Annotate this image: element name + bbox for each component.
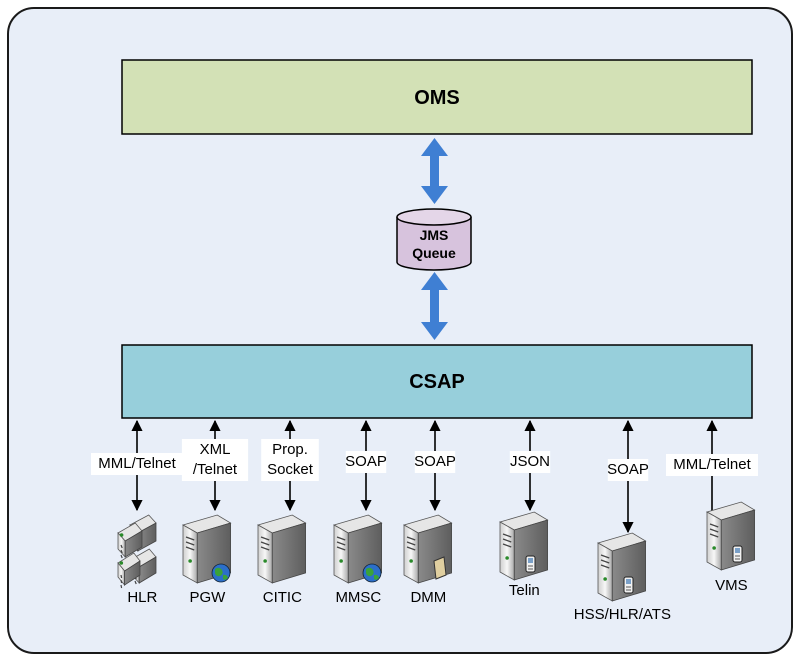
jms-queue-cylinder: [396, 208, 472, 271]
link-label-bg-pgw: [181, 439, 249, 481]
web-server-icon: [181, 514, 232, 584]
node-label-hss: HSS/HLR/ATS: [574, 606, 671, 623]
oms-label: OMS: [414, 87, 460, 109]
server-cluster-icon: [117, 514, 157, 589]
node-label-vms: VMS: [715, 577, 748, 594]
link-label-citic: Socket: [267, 461, 314, 478]
link-hss: SOAP: [607, 419, 649, 534]
link-label-hss: SOAP: [607, 461, 649, 478]
csap-label: CSAP: [409, 371, 465, 393]
link-vms: MML/Telnet: [666, 419, 758, 524]
oms-box: [121, 59, 753, 135]
link-label-pgw: /Telnet: [193, 461, 238, 478]
file-server-icon: [402, 514, 453, 584]
node-citic: CITIC: [256, 514, 307, 606]
link-hlr: MML/Telnet: [91, 419, 183, 512]
node-label-pgw: PGW: [189, 589, 226, 606]
link-label-telin: JSON: [510, 453, 550, 470]
link-label-bg-citic: [261, 439, 319, 481]
diagram-panel: [7, 7, 793, 654]
node-label-mmsc: MMSC: [335, 589, 381, 606]
mobile-server-icon: [705, 501, 756, 571]
server-icon: [256, 514, 307, 584]
link-label-bg-hss: [607, 459, 649, 481]
node-dmm: DMM: [402, 514, 453, 606]
link-mmsc: SOAP: [345, 419, 387, 512]
oms-queue-arrow: [421, 138, 448, 204]
node-hlr: HLR: [117, 514, 158, 606]
node-label-hlr: HLR: [127, 589, 157, 606]
queue-csap-arrow: [421, 272, 448, 340]
node-pgw: PGW: [181, 514, 232, 606]
link-label-vms: MML/Telnet: [673, 456, 751, 473]
link-label-bg-hlr: [91, 453, 183, 475]
jms-queue-label-line2: Queue: [412, 245, 456, 261]
jms-queue-label-line1: JMS: [420, 227, 449, 243]
node-hss: HSS/HLR/ATS: [574, 532, 671, 623]
link-label-bg-vms: [666, 454, 758, 476]
node-telin: Telin: [498, 511, 549, 599]
node-label-citic: CITIC: [263, 589, 302, 606]
csap-box: [121, 344, 753, 419]
link-label-citic: Prop.: [272, 441, 308, 458]
connector-layer: MML/Telnet XML/Telnet Prop. Socket SOAP SOAP J…: [91, 419, 758, 534]
link-pgw: XML/Telnet: [181, 419, 249, 512]
node-label-dmm: DMM: [410, 589, 446, 606]
link-label-bg-mmsc: [345, 451, 387, 473]
link-citic: Prop. Socket: [261, 419, 319, 512]
link-label-pgw: XML: [200, 441, 231, 458]
link-label-bg-dmm: [414, 451, 456, 473]
link-label-hlr: MML/Telnet: [98, 455, 176, 472]
web-server-icon: [332, 514, 383, 584]
link-label-mmsc: SOAP: [345, 453, 387, 470]
node-vms: VMS: [705, 501, 756, 594]
link-label-bg-telin: [509, 451, 551, 473]
link-dmm: SOAP: [414, 419, 456, 512]
mobile-server-icon: [596, 532, 647, 602]
mobile-server-icon: [498, 511, 549, 581]
node-label-telin: Telin: [509, 582, 540, 599]
link-telin: JSON: [509, 419, 551, 512]
node-mmsc: MMSC: [332, 514, 383, 606]
link-label-dmm: SOAP: [414, 453, 456, 470]
